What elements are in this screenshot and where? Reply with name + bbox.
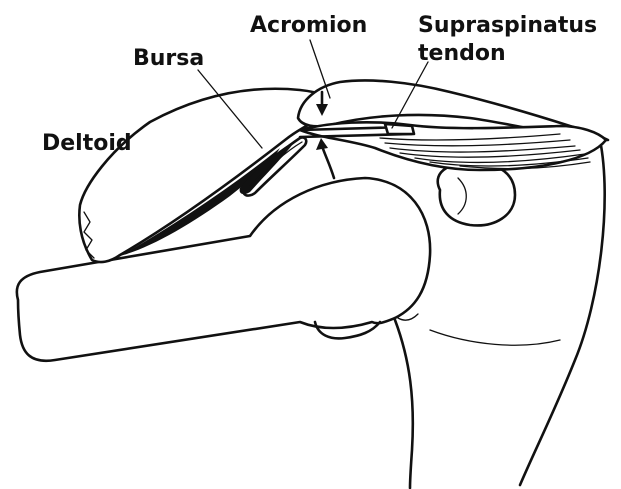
label-supraspinatus: Supraspinatus <box>418 13 597 38</box>
supraspinatus <box>300 122 606 170</box>
coracoid-process <box>438 164 515 226</box>
label-acromion: Acromion <box>250 13 367 38</box>
up-arrow-icon <box>322 146 334 178</box>
label-tendon: tendon <box>418 41 506 66</box>
label-bursa: Bursa <box>133 46 204 71</box>
label-deltoid: Deltoid <box>42 131 132 156</box>
